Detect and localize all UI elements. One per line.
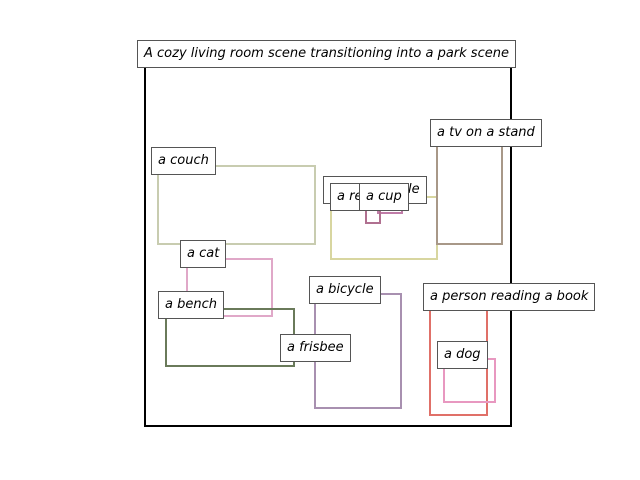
label-cup: a cup bbox=[359, 183, 409, 211]
box-couch bbox=[157, 165, 316, 245]
label-tv: a tv on a stand bbox=[430, 119, 542, 147]
label-frisbee: a frisbee bbox=[280, 334, 351, 362]
box-tv bbox=[436, 140, 503, 245]
label-cat: a cat bbox=[180, 240, 227, 268]
label-bench: a bench bbox=[158, 291, 224, 319]
diagram-title: A cozy living room scene transitioning i… bbox=[137, 40, 516, 68]
label-couch: a couch bbox=[151, 147, 216, 175]
label-bicycle: a bicycle bbox=[309, 276, 381, 304]
label-person: a person reading a book bbox=[423, 283, 596, 311]
box-cat bbox=[186, 258, 273, 317]
label-dog: a dog bbox=[437, 341, 488, 369]
